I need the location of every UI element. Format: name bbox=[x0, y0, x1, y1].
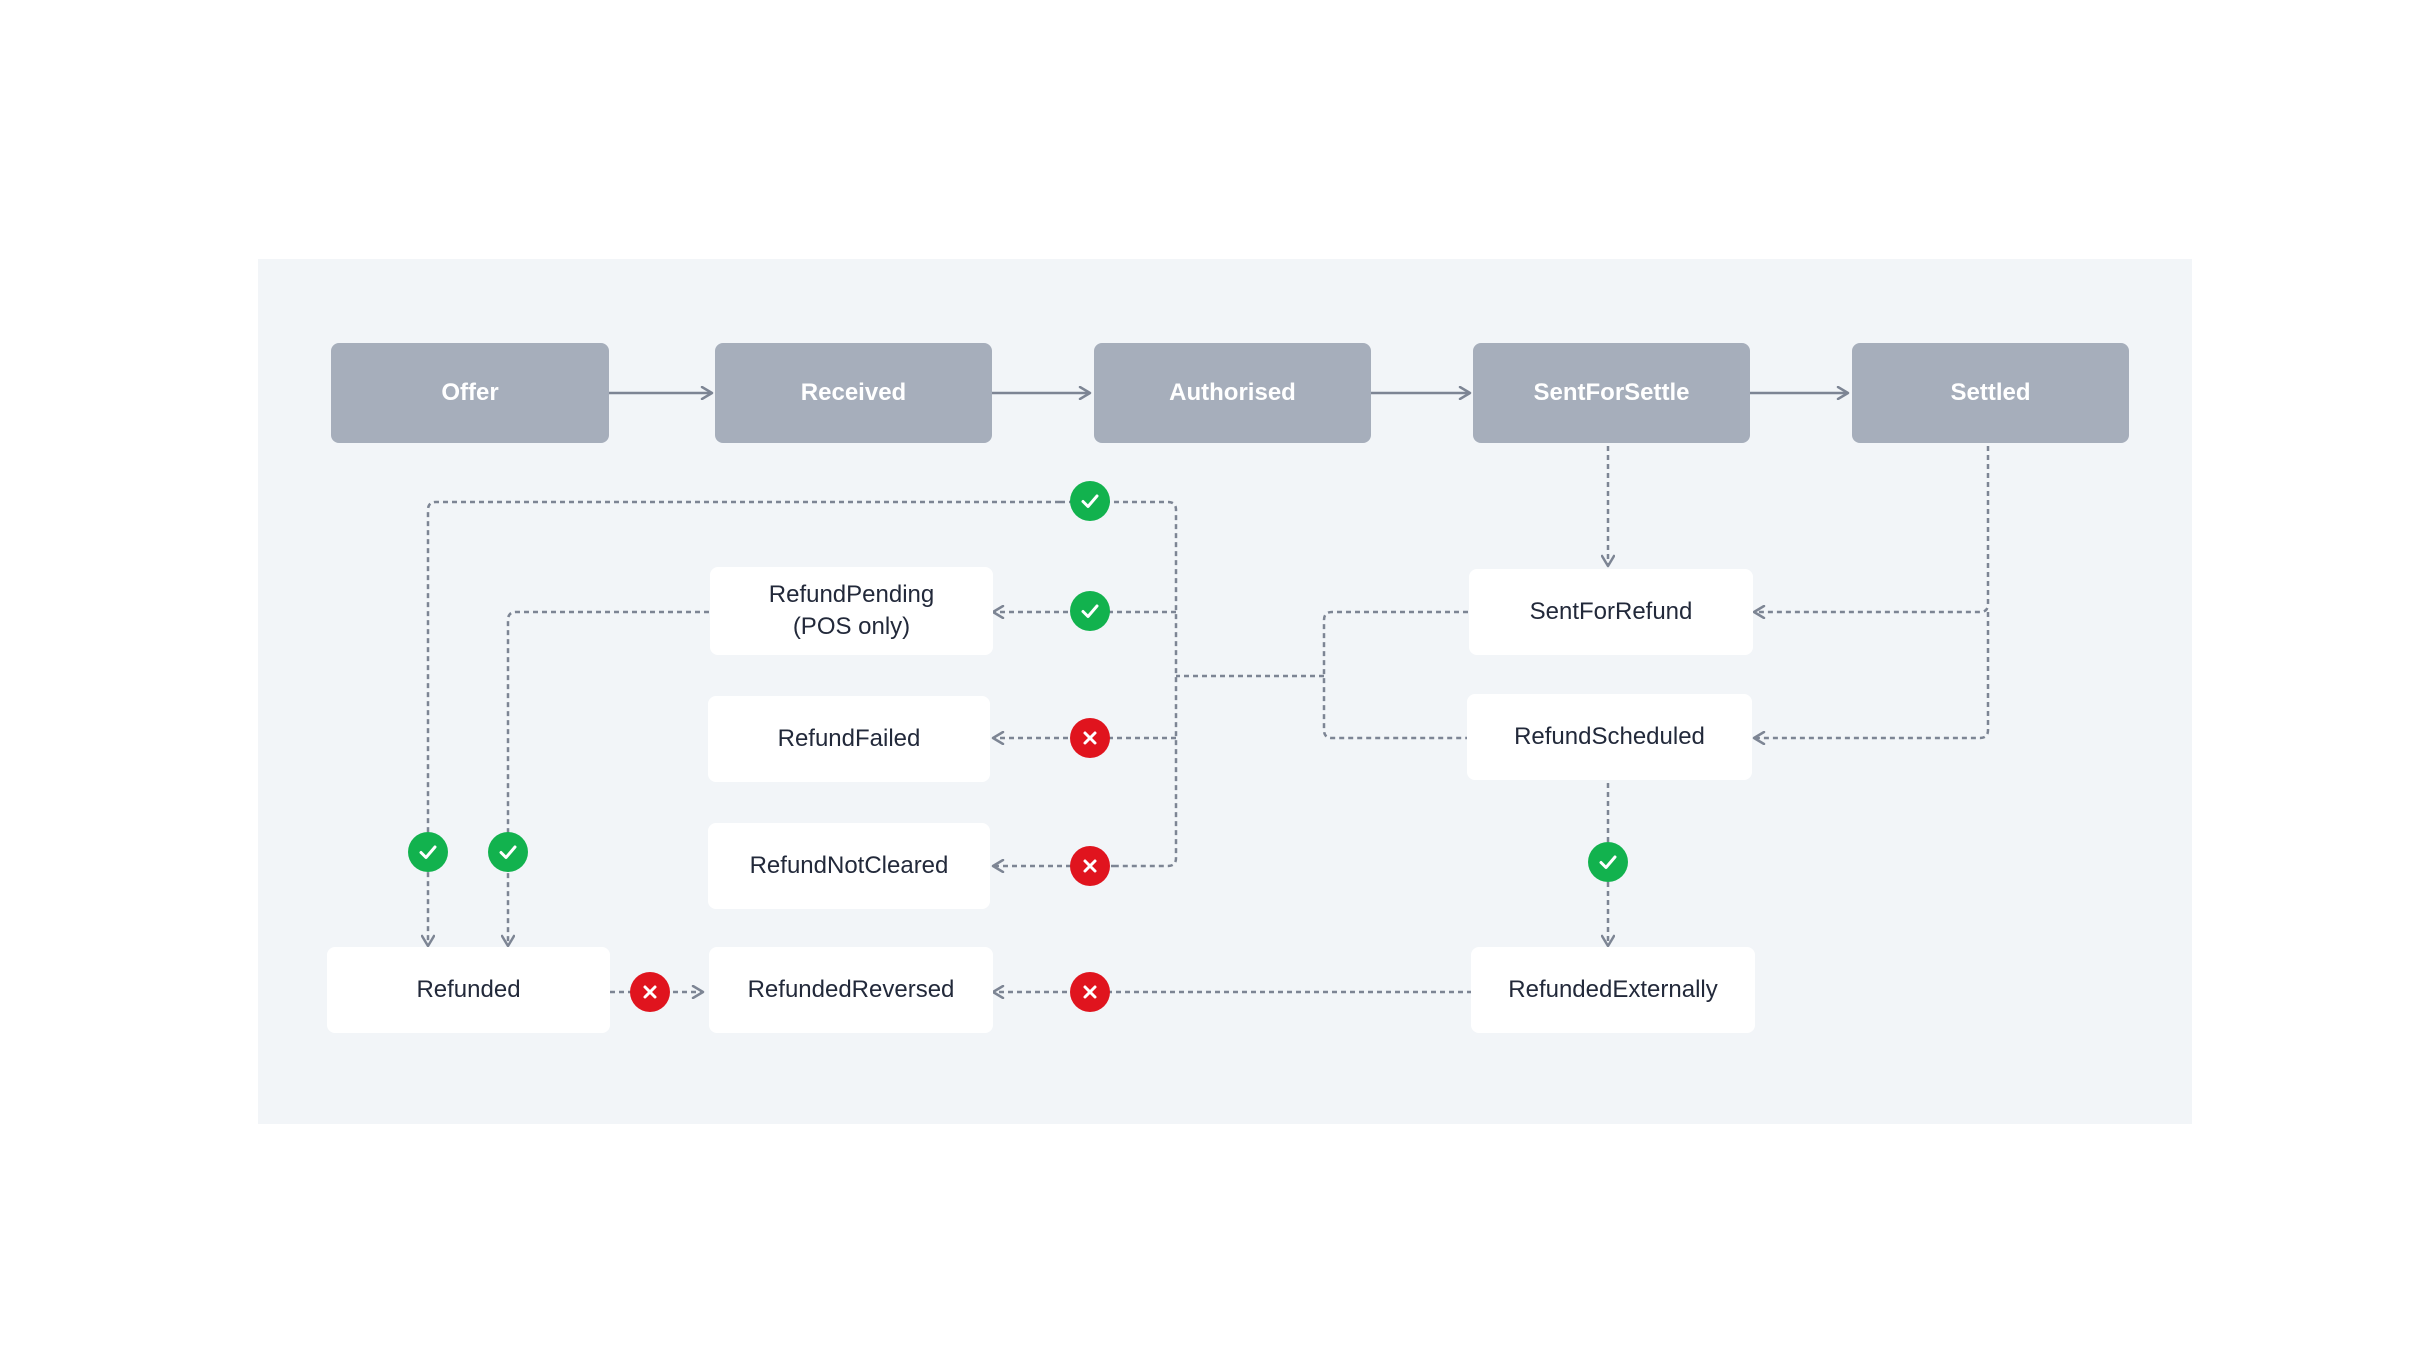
cross-icon bbox=[1070, 972, 1110, 1012]
state-label: Refunded bbox=[416, 976, 521, 1003]
state-refundedexternally: RefundedExternally bbox=[1471, 947, 1755, 1033]
state-sublabel: (POS only) bbox=[792, 613, 911, 640]
state-label: Offer bbox=[441, 379, 499, 406]
state-label: SentForRefund bbox=[1529, 598, 1693, 625]
state-label: Authorised bbox=[1169, 379, 1296, 406]
checkmark-icon bbox=[488, 832, 528, 872]
edge-settled-sentforrefund bbox=[1754, 446, 1990, 612]
edge-settled-refundscheduled bbox=[1754, 612, 1990, 738]
state-label: SentForSettle bbox=[1533, 379, 1690, 406]
edge-bus-vertical bbox=[1060, 500, 1178, 868]
state-label: RefundedReversed bbox=[747, 976, 955, 1003]
state-refundedreversed: RefundedReversed bbox=[709, 947, 993, 1033]
cross-icon bbox=[1070, 718, 1110, 758]
edge-refundpending-refunded bbox=[508, 610, 709, 946]
state-label: RefundFailed bbox=[777, 725, 921, 752]
cross-icon bbox=[630, 972, 670, 1012]
state-refundscheduled: RefundScheduled bbox=[1467, 694, 1752, 780]
state-label: RefundNotCleared bbox=[749, 852, 949, 879]
state-received: Received bbox=[715, 343, 992, 443]
state-label: RefundPending bbox=[768, 581, 935, 608]
state-authorised: Authorised bbox=[1094, 343, 1371, 443]
state-label: Settled bbox=[1950, 379, 2031, 406]
state-refundfailed: RefundFailed bbox=[708, 696, 990, 782]
checkmark-icon bbox=[1070, 481, 1110, 521]
checkmark-icon bbox=[1588, 842, 1628, 882]
state-refunded: Refunded bbox=[327, 947, 610, 1033]
state-offer: Offer bbox=[331, 343, 609, 443]
cross-icon bbox=[1070, 846, 1110, 886]
state-settled: Settled bbox=[1852, 343, 2129, 443]
state-refundnotcleared: RefundNotCleared bbox=[708, 823, 990, 909]
state-label: RefundScheduled bbox=[1514, 723, 1705, 750]
state-sentforrefund: SentForRefund bbox=[1469, 569, 1753, 655]
state-refundpending: RefundPending (POS only) bbox=[710, 567, 993, 655]
checkmark-icon bbox=[408, 832, 448, 872]
state-sentforsettle: SentForSettle bbox=[1473, 343, 1750, 443]
checkmark-icon bbox=[1070, 591, 1110, 631]
state-label: Received bbox=[800, 379, 907, 406]
edge-sentforrefund-bracket bbox=[1322, 610, 1468, 740]
state-label: RefundedExternally bbox=[1508, 976, 1718, 1003]
edge-bus-refunded bbox=[428, 500, 1060, 946]
